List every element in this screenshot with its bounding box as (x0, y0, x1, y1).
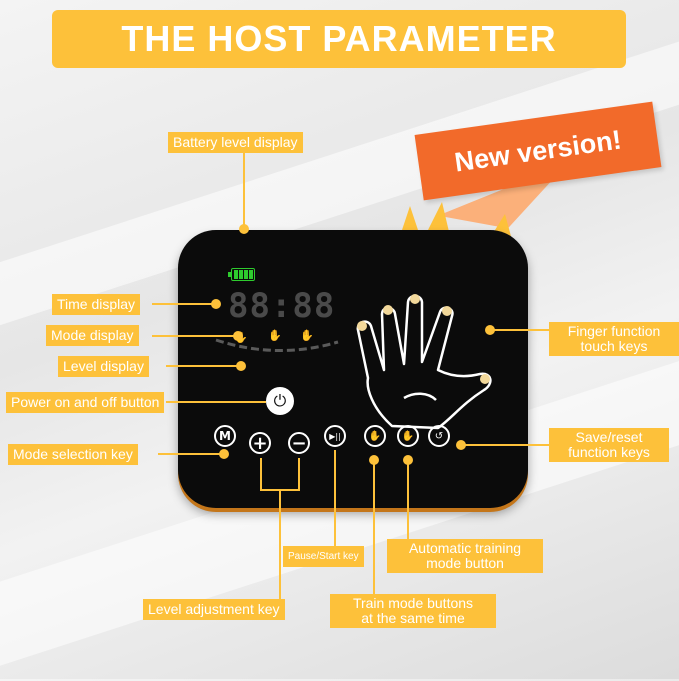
callout-line (152, 335, 236, 337)
label-train-mode: Train mode buttons at the same time (330, 594, 496, 628)
page-title: THE HOST PARAMETER (52, 10, 626, 68)
label-finger-function: Finger function touch keys (549, 322, 679, 356)
callout-line (298, 458, 300, 490)
mode-icon: M (219, 429, 231, 443)
callout-dot (485, 325, 495, 335)
plus-icon: + (252, 432, 268, 454)
callout-line (243, 150, 245, 228)
callout-dot (403, 455, 413, 465)
callout-dot (239, 224, 249, 234)
hand-outline (356, 294, 492, 430)
reset-icon: ↺ (434, 430, 444, 442)
level-down-button[interactable]: − (288, 432, 310, 454)
callout-dot (211, 299, 221, 309)
callout-dot (369, 455, 379, 465)
callout-dot (456, 440, 466, 450)
hand-icon: ✋ (401, 430, 415, 442)
callout-line (465, 444, 549, 446)
level-display-bar (215, 338, 339, 352)
callout-line (373, 462, 375, 594)
callout-line (158, 453, 220, 455)
callout-line (407, 462, 409, 546)
label-mode-selection: Mode selection key (8, 444, 138, 465)
label-save-reset: Save/reset function keys (549, 428, 669, 462)
save-reset-button[interactable]: ↺ (428, 425, 450, 447)
label-power-button: Power on and off button (6, 392, 165, 413)
play-pause-icon: ▶|| (329, 431, 341, 441)
label-automatic-training: Automatic training mode button (387, 539, 543, 573)
label-level-adjustment: Level adjustment key (143, 599, 285, 620)
callout-line (166, 401, 266, 403)
label-battery-level: Battery level display (168, 132, 303, 153)
hand-icon: ✋ (300, 329, 314, 342)
label-pause-start: Pause/Start key (283, 546, 364, 567)
battery-icon (228, 268, 255, 281)
train-mode-button[interactable]: ✋ (364, 425, 386, 447)
label-level-display: Level display (58, 356, 149, 377)
callout-line (494, 329, 549, 331)
callout-line (279, 489, 281, 599)
callout-dot (236, 361, 246, 371)
label-mode-display: Mode display (46, 325, 139, 346)
pause-start-button[interactable]: ▶|| (324, 425, 346, 447)
callout-line (152, 303, 214, 305)
mode-selection-button[interactable]: M (214, 425, 236, 447)
callout-line (166, 365, 240, 367)
power-icon: ⏻ (273, 391, 287, 410)
power-button[interactable]: ⏻ (266, 387, 294, 415)
hand-icon: ✋ (368, 430, 382, 442)
callout-dot (219, 449, 229, 459)
callout-line (334, 450, 336, 546)
minus-icon: − (291, 432, 307, 454)
automatic-training-button[interactable]: ✋ (397, 425, 419, 447)
label-time-display: Time display (52, 294, 141, 315)
callout-dot (233, 331, 243, 341)
hand-icon: ✋ (268, 329, 282, 342)
time-display: 88:88 (228, 286, 336, 326)
callout-line (260, 458, 262, 490)
level-up-button[interactable]: + (249, 432, 271, 454)
